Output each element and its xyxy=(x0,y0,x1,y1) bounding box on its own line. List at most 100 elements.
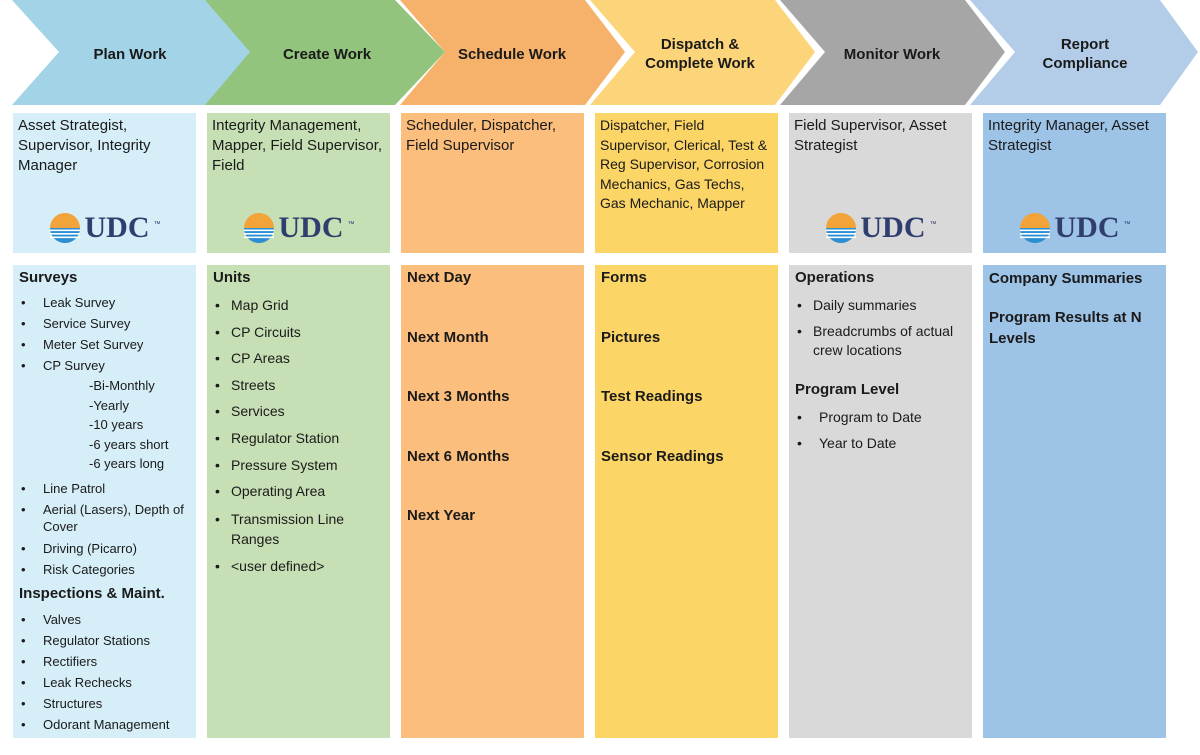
list-item: Valves xyxy=(19,609,190,630)
list-item: Next Year xyxy=(407,507,476,524)
stage-title-dispatch-complete-work: Dispatch & Complete Work xyxy=(645,36,755,72)
list-item: Regulator Station xyxy=(213,429,384,447)
sub-list-item: -Bi-Monthly xyxy=(89,378,155,393)
sub-list-item: -6 years short xyxy=(89,436,169,452)
section-heading-operations: Operations xyxy=(795,269,875,286)
roles-box-create-work: Integrity Management, Mapper, Field Supe… xyxy=(207,113,390,253)
list-item: Driving (Picarro) xyxy=(19,538,190,559)
list-item: Daily summaries xyxy=(795,296,966,315)
roles-text: Field Supervisor, Asset Strategist xyxy=(794,117,947,154)
trademark: ™ xyxy=(1123,221,1131,228)
udc-logo-text: UDC xyxy=(860,211,926,244)
stage-arrow xyxy=(12,0,255,105)
stage-arrow xyxy=(780,0,1005,105)
section-heading-units: Units xyxy=(213,269,251,286)
list-item: Leak Survey xyxy=(19,292,190,313)
roles-text: Dispatcher, Field Supervisor, Clerical, … xyxy=(600,117,768,211)
cp-survey-sublist: -Bi-Monthly -Yearly -10 years -6 years s… xyxy=(19,376,190,474)
program-level-list: Program to Date Year to Date xyxy=(795,408,966,453)
list-item: Sensor Readings xyxy=(601,447,724,465)
list-item: Next Day xyxy=(407,269,472,286)
stage-arrow xyxy=(590,0,815,105)
stage-title-report-compliance: Report Compliance xyxy=(1042,36,1128,72)
list-item: Rectifiers xyxy=(19,651,190,672)
list-item: Program Results at N Levels xyxy=(989,309,1142,347)
stage-title-monitor-work: Monitor Work xyxy=(843,45,941,63)
surveys-list: Leak Survey Service Survey Meter Set Sur… xyxy=(19,292,190,376)
section-heading-surveys: Surveys xyxy=(19,269,78,286)
list-item: Risk Categories xyxy=(19,559,190,580)
list-item: Year to Date xyxy=(795,434,966,453)
list-item: Transmission Line Ranges xyxy=(213,509,384,549)
list-item: Pressure System xyxy=(213,456,384,474)
stage-arrow xyxy=(970,0,1198,105)
list-item: Company Summaries xyxy=(989,270,1143,287)
schedule-horizons-list: Next Day Next Month Next 3 Months Next 6… xyxy=(407,268,578,526)
sun-logo-icon xyxy=(49,213,80,243)
list-item: Next Month xyxy=(407,328,489,346)
roles-box-plan-work: Asset Strategist, Supervisor, Integrity … xyxy=(13,113,196,253)
units-list: Map Grid CP Circuits CP Areas Streets Se… xyxy=(213,296,384,575)
list-item: <user defined> xyxy=(213,557,384,575)
stage-title-plan-work: Plan Work xyxy=(93,45,167,63)
list-item: Map Grid xyxy=(213,296,384,314)
list-item: Services xyxy=(213,402,384,420)
list-item: Odorant Management xyxy=(19,714,190,735)
list-item: Meter Set Survey xyxy=(19,334,190,355)
content-box-report-compliance: Company Summaries Program Results at N L… xyxy=(983,265,1166,738)
content-box-schedule-work: Next Day Next Month Next 3 Months Next 6… xyxy=(401,265,584,738)
list-item: Forms xyxy=(601,269,647,286)
content-box-monitor-work: Operations Daily summaries Breadcrumbs o… xyxy=(789,265,972,738)
list-item: CP Survey xyxy=(19,355,190,376)
list-item: Leak Rechecks xyxy=(19,672,190,693)
stage-arrow xyxy=(400,0,625,105)
inspections-list: Valves Regulator Stations Rectifiers Lea… xyxy=(19,609,190,735)
list-item: Streets xyxy=(213,376,384,394)
stage-title-schedule-work: Schedule Work xyxy=(457,45,567,63)
trademark: ™ xyxy=(347,221,355,228)
sub-list-item: -10 years xyxy=(89,417,144,432)
list-item: Next 3 Months xyxy=(407,388,510,405)
list-item: Breadcrumbs of actual crew locations xyxy=(795,322,966,360)
section-heading-inspections: Inspections & Maint. xyxy=(19,584,165,602)
trademark: ™ xyxy=(153,221,161,228)
content-box-create-work: Units Map Grid CP Circuits CP Areas Stre… xyxy=(207,265,390,738)
list-item: Operating Area xyxy=(213,482,384,500)
list-item: Line Patrol xyxy=(19,478,190,499)
trademark: ™ xyxy=(929,221,937,228)
surveys-list-cont: Line Patrol Aerial (Lasers), Depth of Co… xyxy=(19,478,190,580)
udc-logo-text: UDC xyxy=(278,211,344,244)
udc-logo-text: UDC xyxy=(1054,211,1120,244)
roles-box-schedule-work: Scheduler, Dispatcher, Field Supervisor xyxy=(401,113,584,253)
list-item: Program to Date xyxy=(795,408,966,427)
content-box-dispatch-complete-work: Forms Pictures Test Readings Sensor Read… xyxy=(595,265,778,738)
list-item: Aerial (Lasers), Depth of Cover xyxy=(19,501,190,535)
operations-list: Daily summaries Breadcrumbs of actual cr… xyxy=(795,296,966,360)
roles-text: Integrity Manager, Asset Strategist xyxy=(988,117,1149,154)
reports-list: Company Summaries Program Results at N L… xyxy=(989,268,1160,349)
section-heading-program-level: Program Level xyxy=(795,381,900,398)
list-item: Regulator Stations xyxy=(19,630,190,651)
list-item: Structures xyxy=(19,693,190,714)
list-item: CP Areas xyxy=(213,349,384,367)
dispatch-outputs-list: Forms Pictures Test Readings Sensor Read… xyxy=(601,268,772,467)
list-item: Pictures xyxy=(601,328,661,346)
content-box-plan-work: Surveys Leak Survey Service Survey Meter… xyxy=(13,265,196,738)
roles-text: Scheduler, Dispatcher, Field Supervisor xyxy=(406,117,557,154)
sub-list-item: -6 years long xyxy=(89,456,165,471)
stage-title-create-work: Create Work xyxy=(282,45,372,63)
sun-logo-icon xyxy=(825,213,856,243)
udc-logo-text: UDC xyxy=(84,211,150,244)
roles-box-dispatch-complete-work: Dispatcher, Field Supervisor, Clerical, … xyxy=(595,113,778,253)
roles-text: Asset Strategist, Supervisor, Integrity … xyxy=(18,117,151,174)
roles-text: Integrity Management, Mapper, Field Supe… xyxy=(212,117,383,174)
list-item: Test Readings xyxy=(601,388,703,405)
list-item: CP Circuits xyxy=(213,323,384,341)
sun-logo-icon xyxy=(1019,213,1050,243)
